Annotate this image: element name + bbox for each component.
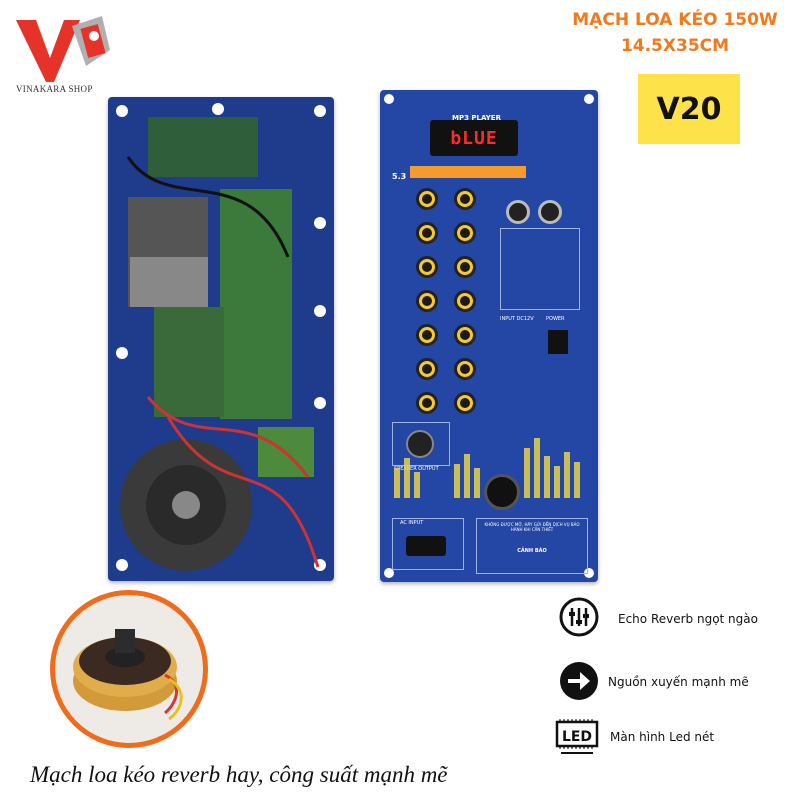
warranty-note: KHÔNG ĐƯỢC MỞ, HÃY GỬI ĐẾN DỊCH VỤ BẢO H…: [484, 522, 580, 532]
mp3-player-label: MP3 PLAYER: [452, 114, 501, 122]
board-back-photo: [108, 97, 334, 581]
toroidal-transformer-photo: [50, 590, 208, 748]
led-display-icon: LED: [553, 716, 601, 758]
led-display: bLUE: [430, 120, 518, 156]
input-dc-label: INPUT DC12V: [500, 316, 534, 322]
version-label: 5.3: [392, 172, 407, 181]
feature-led-screen: Màn hình Led nét: [610, 730, 715, 744]
svg-text:LED: LED: [562, 729, 592, 745]
model-badge: V20: [638, 74, 740, 144]
speaker-output-label: SPEAKER OUTPUT: [394, 466, 439, 472]
warning-title: CẢNH BÁO: [517, 548, 547, 554]
caption: Mạch loa kéo reverb hay, công suất mạnh …: [30, 762, 448, 787]
equalizer-icon: [558, 596, 600, 638]
product-size: 14.5X35CM: [620, 36, 730, 56]
ac-input-label: AC INPUT: [400, 520, 424, 526]
shop-name: VINAKARA SHOP: [16, 84, 93, 94]
mp3-buttons-row: [410, 166, 526, 178]
arrow-right-icon: [558, 660, 600, 702]
shop-logo: [14, 10, 124, 100]
product-title: MẠCH LOA KÉO 150W: [572, 10, 778, 30]
feature-power: Nguồn xuyến mạnh mẽ: [608, 675, 749, 689]
power-label: POWER: [546, 316, 565, 322]
front-control-panel: MP3 PLAYER 5.3 INPUT DC12V POWER SPEAKER…: [380, 90, 598, 582]
feature-echo-reverb: Echo Reverb ngọt ngào: [618, 612, 758, 626]
